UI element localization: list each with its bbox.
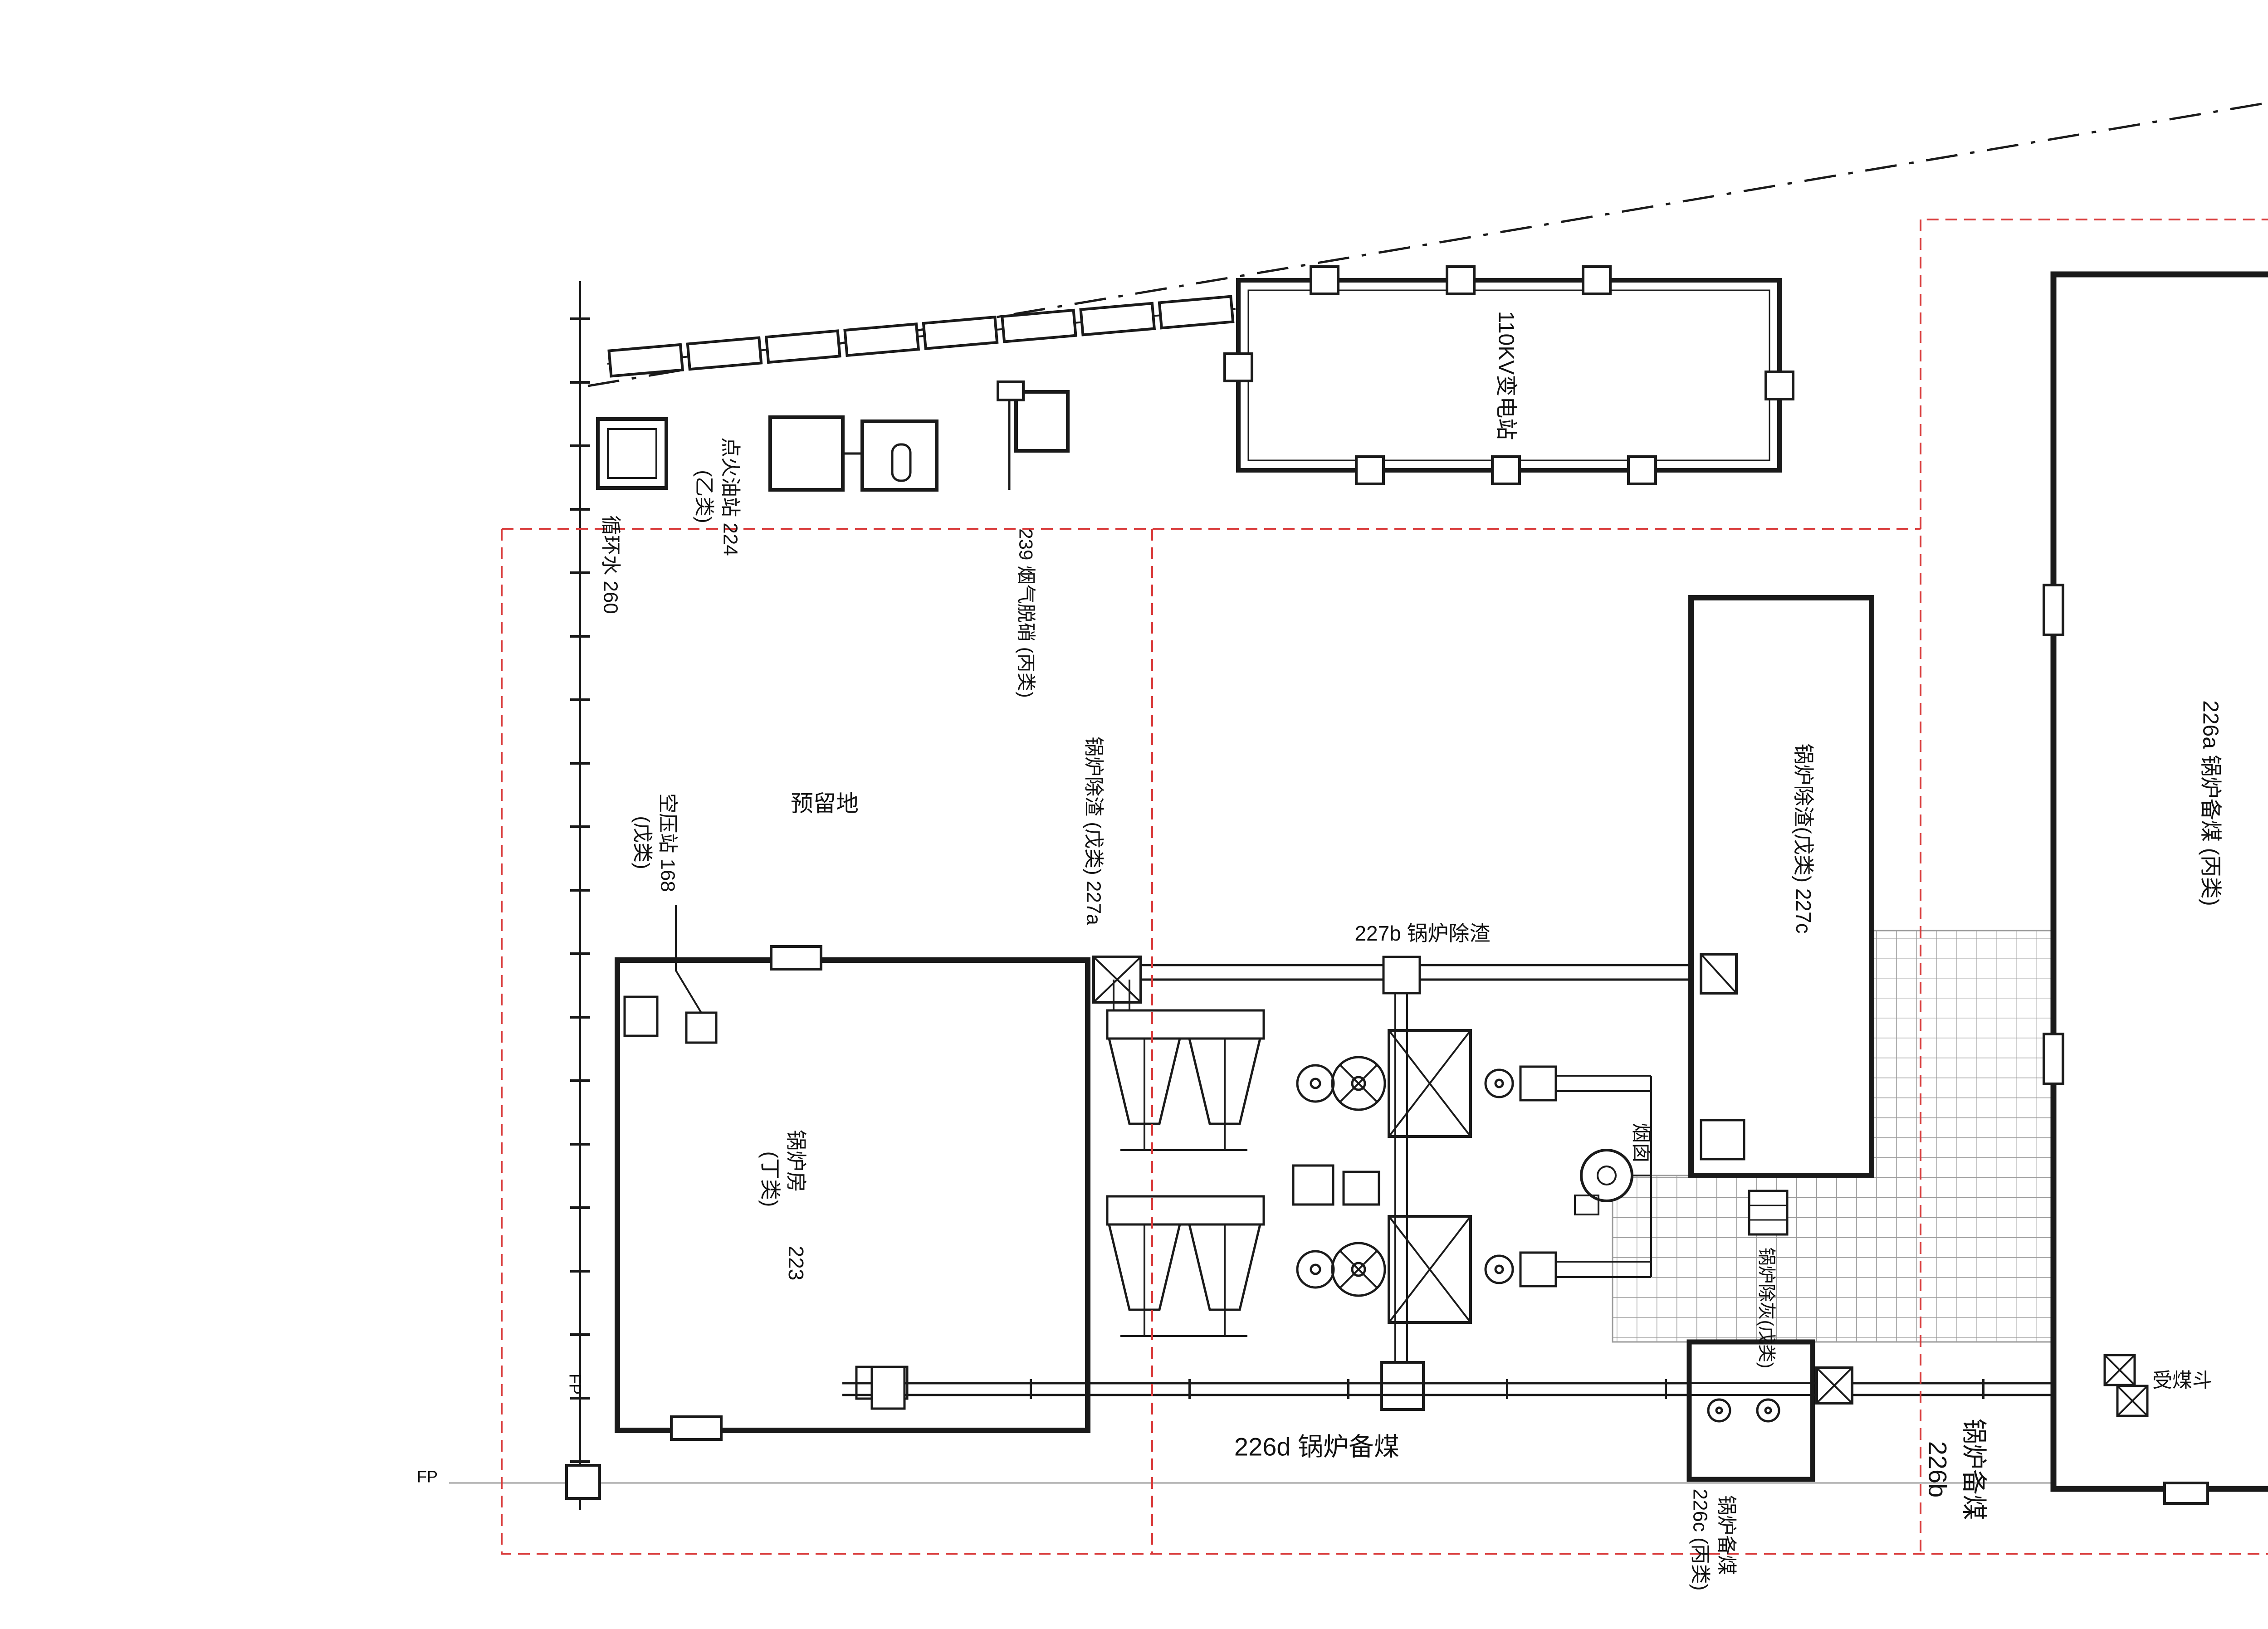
coal-conveyor-226d: [842, 1366, 2059, 1410]
flue-ducts: [1633, 1076, 1652, 1277]
slag-227c-label: 锅炉除渣(戊类) 227c: [1792, 743, 1815, 933]
red-boundary-lines: [501, 219, 2268, 1555]
coal-226c-name-label: 锅炉备煤: [1716, 1495, 1738, 1575]
ignition-oil-label: 点火油站 224: [719, 437, 742, 556]
coal-226b-no-label: 226b: [1924, 1441, 1952, 1498]
circulating-water-label: 循环水 260: [600, 515, 622, 614]
fp-marker-vertical: FP: [566, 1374, 585, 1395]
substation-label: 110KV变电站: [1494, 311, 1518, 440]
reference-lines: [449, 1482, 2268, 1484]
chimney-label: 烟囱: [1630, 1123, 1652, 1163]
slag-227a-label: 锅炉除渣 (戊类) 227a: [1083, 736, 1105, 925]
slag-227b-label: 227b 锅炉除渣: [1354, 922, 1490, 945]
air-compressor-class-label: (戊类): [631, 816, 654, 869]
boiler-unit: [1106, 1009, 1651, 1151]
ignition-oil-station-building: [768, 415, 938, 492]
coal-226c-no-label: 226c (丙类): [1689, 1489, 1711, 1591]
boiler-house-no-label: 223: [784, 1246, 808, 1281]
ash-removal-label: 锅炉除灰(戊类): [1756, 1248, 1776, 1369]
ignition-oil-class-label: (乙类): [693, 470, 715, 523]
slag-building-227c: [1688, 595, 1874, 1178]
coal-conveyor-gallery: [607, 295, 1236, 378]
chimney: [1574, 1149, 1633, 1215]
air-compressor-leader: [675, 905, 702, 1014]
denitration-structure: [997, 380, 1070, 490]
circulating-water-building: [596, 417, 668, 490]
coal-226a-label: 226a 锅炉备煤 (丙类): [2199, 700, 2223, 906]
boiler-house-label: 锅炉房: [784, 1130, 808, 1192]
air-compressor-label: 空压站 168: [657, 793, 679, 892]
survey-line: [565, 281, 601, 1510]
labels: 110KV变电站 点火油站 224 (乙类) 循环水 260 239 烟气脱硝 …: [417, 311, 2223, 1591]
bucket-elevator: [1380, 956, 1425, 1411]
coal-226d-label: 226d 锅炉备煤: [1234, 1433, 1399, 1461]
boiler-house-building: [615, 945, 1090, 1441]
fp-marker-horizontal: FP: [417, 1468, 438, 1486]
coal-building-226c: [1686, 1339, 1853, 1482]
ash-removal-equipment: [1748, 1190, 1789, 1236]
denitration-label: 239 烟气脱硝 (丙类): [1016, 528, 1037, 697]
coal-hopper-label: 受煤斗: [2152, 1370, 2212, 1392]
coal-receiving-hopper: [2103, 1354, 2149, 1417]
substation-building: [1223, 265, 1794, 485]
coal-226b-name-label: 锅炉备煤: [1960, 1419, 1989, 1520]
boiler-house-class-label: (丁类): [758, 1151, 782, 1207]
reserved-land-label: 预留地: [791, 791, 859, 816]
auxiliary-equipment: [1292, 1164, 1380, 1206]
coal-building-226a: [2043, 271, 2268, 1505]
